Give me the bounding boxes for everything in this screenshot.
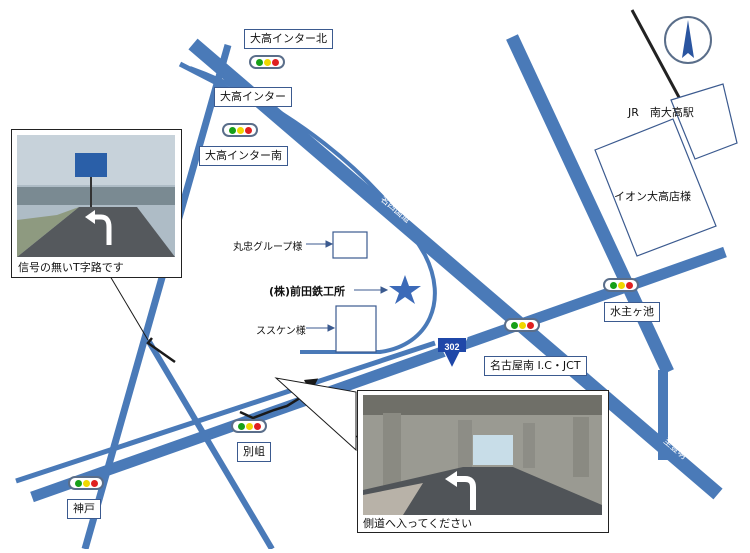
- signal-betsugumi: [231, 419, 267, 433]
- right-photo-callout: 側道へ入ってください: [357, 390, 609, 533]
- marutyu-building: [332, 231, 368, 259]
- label-mizunushi: 水主ヶ池: [604, 302, 660, 322]
- label-aeon: イオン大高店様: [614, 190, 691, 203]
- maeda-location-star-icon: [389, 275, 421, 304]
- label-maeda: (株)前田鉄工所: [269, 285, 346, 298]
- left-photo-image: [17, 135, 175, 257]
- route-302-label: 302: [444, 342, 459, 352]
- roads: [15, 9, 727, 551]
- right-photo-caption: 側道へ入ってください: [363, 517, 473, 530]
- right-photo-image: [363, 395, 602, 515]
- route-302: [30, 246, 727, 503]
- signal-ohdaka-ic-south: [222, 123, 258, 137]
- label-ohdaka-ic: 大高インター: [214, 87, 292, 107]
- suzuken-building: [335, 305, 377, 353]
- signal-ohdaka-ic-north: [249, 55, 285, 69]
- south-parallel-road: [15, 340, 436, 484]
- west-road-left: [81, 44, 232, 550]
- signal-mizunushi: [603, 278, 639, 292]
- meishi-road: [188, 38, 723, 500]
- route-arrow-left: [146, 337, 176, 364]
- label-marutyu: 丸忠グループ様: [233, 242, 303, 253]
- label-ohdaka-ic-south: 大高インター南: [199, 146, 288, 166]
- aeon-building: [594, 118, 717, 257]
- compass-icon: [664, 16, 712, 64]
- signal-nagoya-minami: [504, 318, 540, 332]
- jr-station-building: [670, 83, 738, 160]
- label-kobe: 神戸: [67, 499, 101, 519]
- local-road: [145, 338, 275, 551]
- left-photo-caption: 信号の無いT字路です: [18, 261, 124, 274]
- signal-kobe: [68, 476, 104, 490]
- pointer-left-photo: [109, 275, 149, 341]
- label-ohdaka-ic-north: 大高インター北: [244, 29, 333, 49]
- label-betsugumi: 別岨: [237, 442, 271, 462]
- label-jr-station: JR 南大高駅: [628, 106, 694, 119]
- left-photo-callout: 信号の無いT字路です: [11, 129, 182, 278]
- route-arrows: [109, 275, 361, 452]
- label-suzuken: ススケン様: [256, 326, 306, 337]
- label-nagoya-minami: 名古屋南 I.C・JCT: [484, 356, 587, 376]
- buildings: [332, 83, 738, 353]
- leader-arrows: [306, 240, 389, 332]
